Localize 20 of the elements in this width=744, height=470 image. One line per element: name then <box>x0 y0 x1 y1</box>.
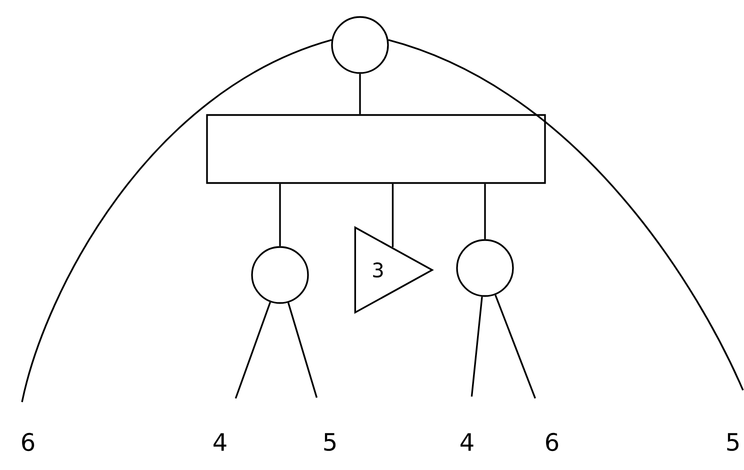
circle-node <box>331 16 389 74</box>
number-label: 4 <box>460 433 474 451</box>
connector-line <box>234 302 272 399</box>
connector-line <box>470 296 483 397</box>
connector-line <box>484 184 486 240</box>
number-label: 6 <box>22 432 34 452</box>
connector-line <box>392 184 394 248</box>
circle-node <box>456 239 514 297</box>
number-label: 5 <box>727 433 739 451</box>
number-label: 6 <box>546 432 558 452</box>
connector-line <box>494 294 536 399</box>
connector-line <box>21 39 332 402</box>
number-label: 5 <box>324 433 336 451</box>
number-label: 4 <box>214 433 226 451</box>
connector-line <box>388 39 744 391</box>
circle-node <box>251 246 309 304</box>
connector-line <box>359 74 361 114</box>
connector-line <box>287 302 318 398</box>
rectangle-node <box>206 114 546 184</box>
connector-line <box>279 184 281 246</box>
